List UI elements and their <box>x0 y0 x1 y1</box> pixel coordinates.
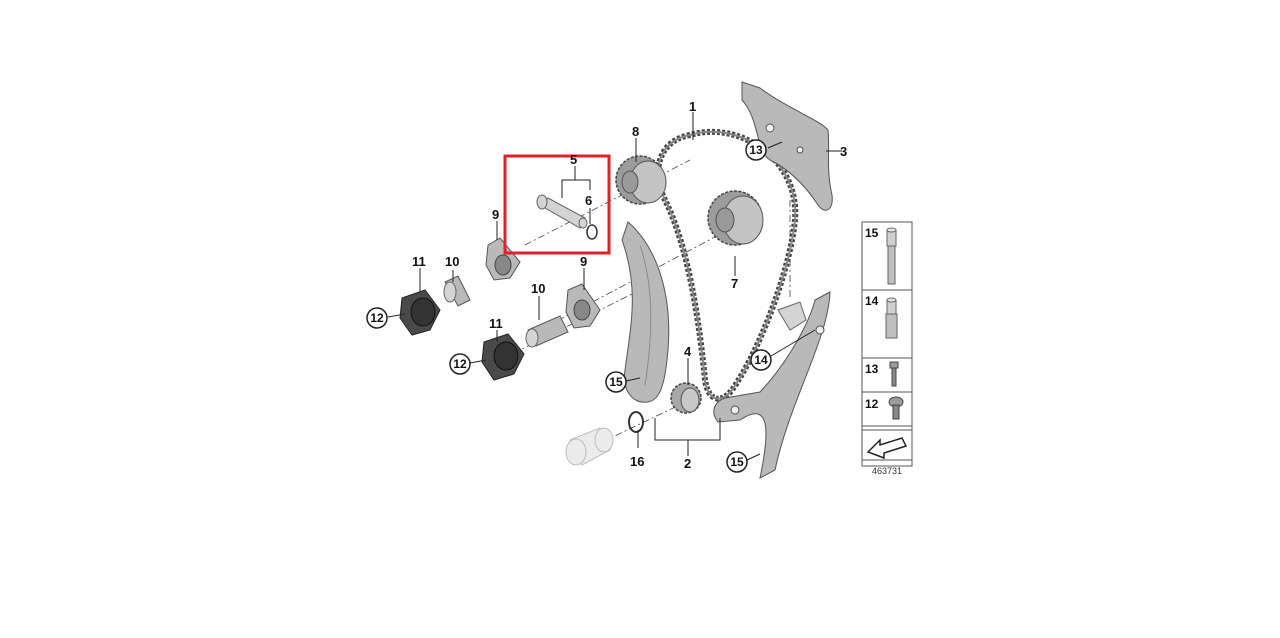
callout-13: 13 <box>749 143 763 157</box>
callout-10-upper: 10 <box>445 254 459 269</box>
bushing-icon <box>885 297 898 339</box>
callout-7: 7 <box>731 276 738 291</box>
callout-16: 16 <box>630 454 644 469</box>
callout-15-right: 15 <box>730 455 744 469</box>
sleeve-icon <box>886 227 897 285</box>
callout-9-upper: 9 <box>492 207 499 222</box>
circled-callouts: 12 12 13 14 15 15 <box>366 139 772 473</box>
callout-5: 5 <box>570 152 577 167</box>
callout-4: 4 <box>684 344 692 359</box>
diagram-reference-number: 463731 <box>872 466 902 476</box>
sensor-wheel-lower <box>565 283 601 329</box>
o-ring-part-6 <box>586 224 598 240</box>
chain-guide-rail-right <box>713 291 831 479</box>
valve-upper <box>443 275 471 307</box>
legend-item-15: 15 <box>865 226 879 240</box>
crankshaft-sprocket <box>670 382 702 414</box>
legend-item-14: 14 <box>865 294 879 308</box>
timing-chain <box>655 128 799 402</box>
sensor-wheel-upper <box>485 237 521 281</box>
callout-2: 2 <box>684 456 691 471</box>
callout-labels: 1 8 3 5 6 9 9 7 11 10 10 11 4 16 2 <box>412 99 847 471</box>
chain-guide-rail-left <box>621 221 670 403</box>
actuator-lower <box>481 333 525 381</box>
callout-3: 3 <box>840 144 847 159</box>
callout-1: 1 <box>689 99 696 114</box>
sealing-ring <box>628 411 644 433</box>
direction-arrow-icon <box>861 429 913 461</box>
bolt-part-5 <box>536 194 588 229</box>
screw-icon <box>888 396 904 420</box>
bolt-icon <box>889 361 899 387</box>
actuator-upper <box>399 289 441 336</box>
callout-9-lower: 9 <box>580 254 587 269</box>
legend-panel: 15 14 13 12 463731 <box>861 221 913 476</box>
camshaft-adjuster-exhaust <box>707 190 764 246</box>
leader-lines <box>387 112 842 461</box>
callout-11-lower: 11 <box>489 316 503 331</box>
callout-10-lower: 10 <box>531 281 545 296</box>
callout-15-left: 15 <box>609 375 623 389</box>
callout-14: 14 <box>754 353 768 367</box>
legend-item-13: 13 <box>865 362 879 376</box>
callout-8: 8 <box>632 124 639 139</box>
highlight-box <box>503 154 611 255</box>
callout-6: 6 <box>585 193 592 208</box>
callout-12-upper: 12 <box>370 311 384 325</box>
camshaft-adjuster-intake <box>615 155 667 205</box>
legend-item-12: 12 <box>865 397 879 411</box>
callout-11-upper: 11 <box>412 254 426 269</box>
crank-hub-faded <box>565 427 614 466</box>
valve-lower <box>525 315 569 348</box>
callout-12-lower: 12 <box>453 357 467 371</box>
